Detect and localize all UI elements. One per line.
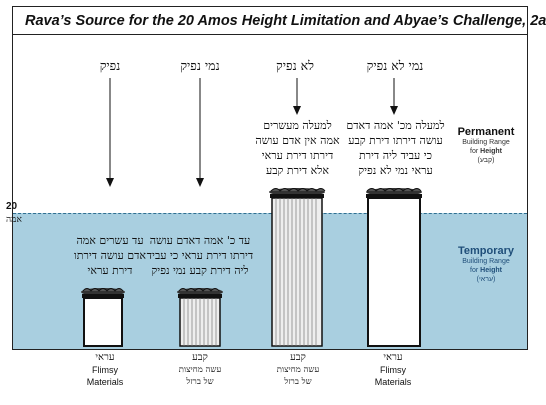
col2-building <box>177 288 223 347</box>
col2-text-line: עד כ' אמה דאדם עושה <box>149 234 251 247</box>
col4-text-line: עראי נמי לא נפיק <box>358 164 433 177</box>
col3-text-line: אמה אין אדם עושה <box>255 134 340 147</box>
permanent-title: Permanent <box>457 126 515 138</box>
col3-bottom-sub-2: של ברזל <box>284 377 312 387</box>
col1-text-line: עד עשרים אמה <box>76 234 144 247</box>
col4-heading: נמי לא נפיק <box>366 58 424 73</box>
col4-text-line: עושה דירתו דירת קבע <box>348 134 443 147</box>
col1-bottom-heb: עראי <box>95 352 115 363</box>
col1-arrow <box>106 78 114 187</box>
height-marker-unit: אמה <box>6 215 22 225</box>
col3-arrow <box>293 78 301 115</box>
temporary-line2-bold: Height <box>480 267 502 274</box>
col2-bottom-sub-1: עשה מחיצות <box>178 365 222 375</box>
col4-text-line: כי עביד ליה דירת <box>358 149 433 162</box>
permanent-line2-bold: Height <box>480 148 502 155</box>
col4-bottom-en-1: Flimsy <box>380 365 406 375</box>
col3-text-line: למעלה מעשרים <box>263 119 332 132</box>
temporary-line3: (עראי) <box>476 276 496 283</box>
col2-bottom-heb: קבע <box>192 352 208 363</box>
col1-bottom-en-1: Flimsy <box>92 365 118 375</box>
col1-text-line: אדם עושה דירתו <box>73 249 146 262</box>
col4-bottom: עראי Flimsy Materials <box>355 352 431 388</box>
col3-bottom-sub-1: עשה מחיצות <box>276 365 320 375</box>
col2-bottom-sub-2: של ברזל <box>186 377 214 387</box>
col1-bottom-en-2: Materials <box>86 377 124 387</box>
permanent-line1: Building Range <box>462 139 510 146</box>
permanent-label: Permanent Building Range for Height (קבע… <box>448 126 524 165</box>
col4-text: למעלה מכ' אמה דאדם עושה דירתו דירת קבע כ… <box>338 118 453 178</box>
col2-text-line: דירתו דירת עראי כי עביד <box>146 249 254 262</box>
col1-bottom: עראי Flimsy Materials <box>70 352 140 388</box>
col3-bottom-heb: קבע <box>290 352 306 363</box>
col4-text-line: למעלה מכ' אמה דאדם <box>346 119 445 132</box>
col3-bottom: קבע עשה מחיצות של ברזל <box>260 352 336 388</box>
permanent-line3: (קבע) <box>477 157 495 164</box>
col4-building <box>366 188 422 347</box>
temporary-line2-prefix: for <box>470 267 481 274</box>
col3-heading: לא נפיק <box>276 58 314 73</box>
permanent-line2-prefix: for <box>470 148 481 155</box>
temporary-title: Temporary <box>457 245 515 257</box>
col1-text-line: דירת עראי <box>87 264 133 277</box>
col3-text: למעלה מעשרים אמה אין אדם עושה דירתו דירת… <box>245 118 350 178</box>
col3-text-line: דירתו דירת עראי <box>261 149 334 162</box>
temporary-label: Temporary Building Range for Height (ערא… <box>448 245 524 284</box>
col2-text: עד כ' אמה דאדם עושה דירתו דירת עראי כי ע… <box>140 233 260 278</box>
diagram-title: Rava’s Source for the 20 Amos Height Lim… <box>13 7 546 35</box>
temporary-line1: Building Range <box>462 258 510 265</box>
temporary-line2: for Height <box>448 266 524 275</box>
col3-text-line: אלא דירת קבע <box>265 164 330 177</box>
col4-bottom-heb: עראי <box>383 352 403 363</box>
col2-arrow <box>196 78 204 187</box>
col1-heading: נפיק <box>99 58 121 73</box>
permanent-line2: for Height <box>448 147 524 156</box>
col3-building <box>269 188 326 347</box>
col2-text-line: ליה דירת קבע נמי נפיק <box>151 264 249 277</box>
col4-bottom-en-2: Materials <box>374 377 412 387</box>
height-marker-number: 20 <box>6 201 18 212</box>
col2-heading: נמי נפיק <box>180 58 220 73</box>
col1-text: עד עשרים אמה אדם עושה דירתו דירת עראי <box>55 233 165 278</box>
col4-arrow <box>390 78 398 115</box>
col2-bottom: קבע עשה מחיצות של ברזל <box>162 352 238 388</box>
col1-building <box>81 288 125 347</box>
